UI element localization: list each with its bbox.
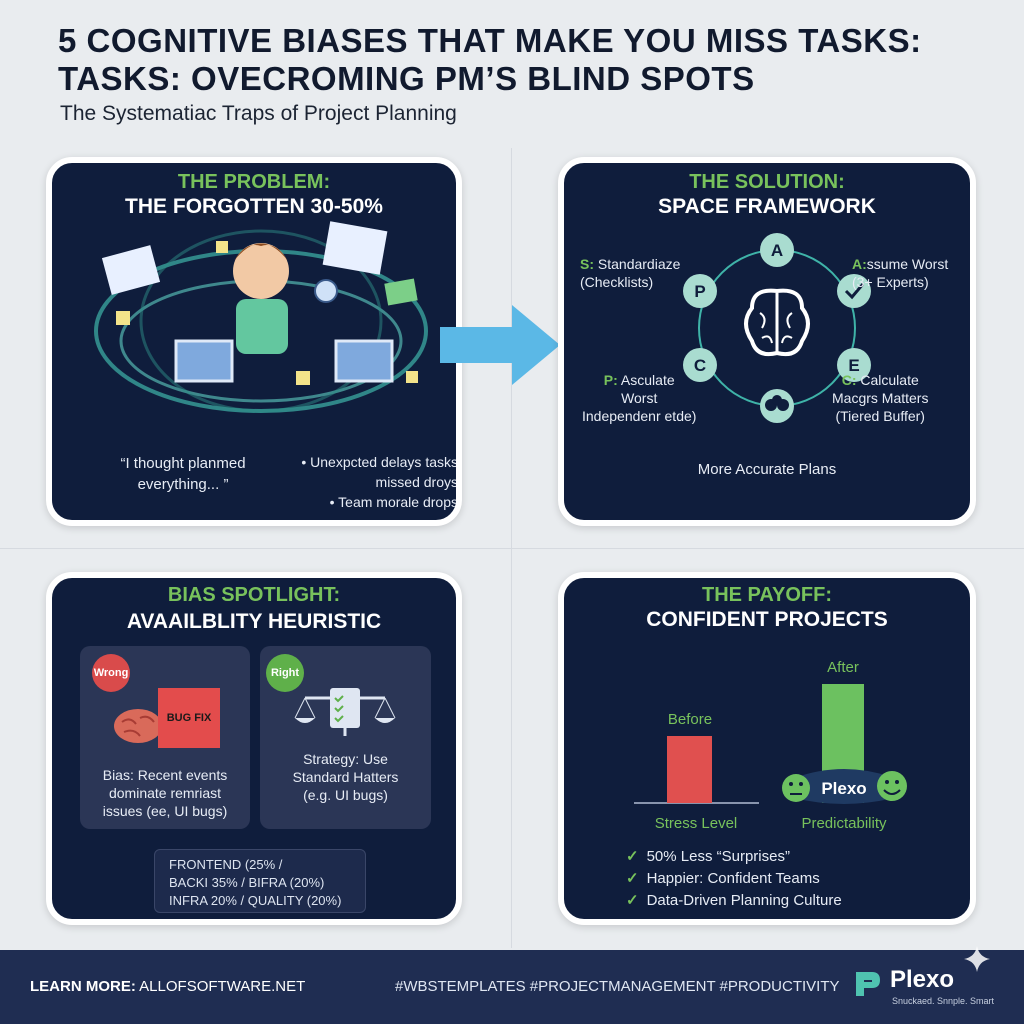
people-icon — [765, 395, 789, 411]
laptop-left — [174, 339, 234, 383]
problem-panel: THE PROBLEM: THE FORGOTTEN 30-50% “I tho… — [46, 157, 462, 526]
right-badge: Right — [266, 654, 304, 692]
node-e: E — [848, 356, 859, 375]
bias-panel: BIAS SPOTLIGHT: AVAAILBLITY HEURISTIC Wr… — [46, 572, 462, 925]
horizontal-divider — [0, 548, 1024, 549]
node-c: C — [694, 356, 706, 375]
payoff-kicker: THE PAYOFF: — [701, 584, 832, 606]
brand-block: Plexo Snuckaed. Snnple. Smart — [852, 964, 1012, 1014]
bias-heading: AVAAILBLITY HEURISTIC — [126, 610, 382, 633]
solution-p: P: Asculate Worst Independenr etde) — [582, 372, 697, 424]
solution-a: A:ssume Worst (3+ Experts) — [852, 256, 949, 290]
bias-kicker: BIAS SPOTLIGHT: — [167, 584, 341, 606]
check-icon: ✓ — [626, 848, 639, 865]
problem-kicker: THE PROBLEM: — [177, 171, 331, 193]
hashtags: #WBSTEMPLATES #PROJECTMANAGEMENT #PRODUC… — [395, 978, 840, 995]
solution-panel: THE SOLUTION: SPACE FRAMEWORK A P C E S:… — [558, 157, 976, 526]
plexo-logo-icon — [856, 972, 880, 996]
brand-name: Plexo — [890, 966, 955, 993]
payoff-checklist: ✓50% Less “Surprises” ✓Happier: Confiden… — [626, 846, 842, 912]
laptop-right — [334, 339, 394, 383]
arrow-right-icon — [440, 305, 560, 385]
brain-icon — [744, 288, 810, 357]
brain-icon — [114, 709, 162, 743]
node-a: A — [771, 241, 783, 260]
clipboard-icon — [330, 688, 360, 728]
bugfix-card: BUG FIX — [158, 688, 220, 748]
payoff-heading: CONFIDENT PROJECTS — [646, 608, 888, 631]
solution-c: C: Calculate Macgrs Matters (Tiered Buff… — [832, 372, 929, 424]
right-card: Right Strategy: Use Standard Hatters (e.… — [260, 646, 431, 829]
solution-footer: More Accurate Plans — [697, 461, 837, 478]
space-framework-diagram: A P C E — [683, 233, 871, 423]
list-item: • Unexpcted delays tasks — [301, 454, 458, 470]
payoff-panel: THE PAYOFF: CONFIDENT PROJECTS Before Af… — [558, 572, 976, 925]
solution-kicker: THE SOLUTION: — [689, 171, 845, 193]
list-item: ✓50% Less “Surprises” — [626, 848, 790, 865]
plexo-label: Plexo — [821, 779, 866, 798]
before-bar — [667, 736, 712, 803]
chaos-illustration — [94, 221, 428, 413]
list-item: • Team morale drops — [329, 494, 458, 510]
check-icon: ✓ — [626, 892, 639, 909]
wrong-card: Wrong BUG FIX Bias: Recent events domina… — [80, 646, 250, 829]
wrong-badge: Wrong — [92, 654, 130, 692]
after-label: After — [827, 659, 859, 676]
learn-more[interactable]: LEARN MORE: ALLOFSOFTWARE.NET — [30, 978, 306, 995]
learn-more-link[interactable]: ALLOFSOFTWARE.NET — [139, 978, 306, 995]
problem-heading: THE FORGOTTEN 30-50% — [125, 195, 383, 218]
predictability-label: Predictability — [801, 815, 887, 832]
neutral-face-icon — [782, 774, 810, 802]
node-p: P — [694, 282, 705, 301]
list-item: ✓Happier: Confident Teams — [626, 870, 820, 887]
solution-heading: SPACE FRAMEWORK — [658, 195, 876, 218]
stress-label: Stress Level — [655, 815, 738, 832]
problem-bullets: • Unexpcted delays tasks missed droys • … — [268, 452, 458, 512]
brand-tagline: Snuckaed. Snnple. Smart — [892, 996, 995, 1006]
list-item: missed droys — [375, 474, 458, 490]
check-icon — [844, 283, 865, 300]
page-title-line2: TASKS: OVECROMING PM’S BLIND SPOTS — [58, 60, 755, 97]
problem-quote: “I thought planmed everything... ” — [120, 455, 246, 493]
before-after-chart: Before After Plexo Stress Level Predicta… — [634, 659, 907, 832]
sparkle-icon — [964, 946, 990, 972]
wrong-text: Bias: Recent events dominate remriast is… — [102, 767, 228, 819]
page-title-line1: 5 COGNITIVE BIASES THAT MAKE YOU MISS TA… — [58, 22, 922, 59]
right-text: Strategy: Use Standard Hatters (e.g. UI … — [292, 751, 399, 803]
list-item: ✓Data-Driven Planning Culture — [626, 892, 842, 909]
before-label: Before — [668, 711, 712, 728]
allocation-box: FRONTEND (25% / BACKI 35% / BIFRA (20%) … — [154, 849, 366, 913]
page-subtitle: The Systematiac Traps of Project Plannin… — [60, 102, 457, 125]
footer-bar: LEARN MORE: ALLOFSOFTWARE.NET #WBSTEMPLA… — [0, 946, 1024, 1024]
solution-s: S: Standardiaze (Checklists) — [580, 256, 681, 290]
smile-face-icon — [877, 771, 907, 801]
check-icon: ✓ — [626, 870, 639, 887]
scale-icon — [294, 688, 396, 736]
